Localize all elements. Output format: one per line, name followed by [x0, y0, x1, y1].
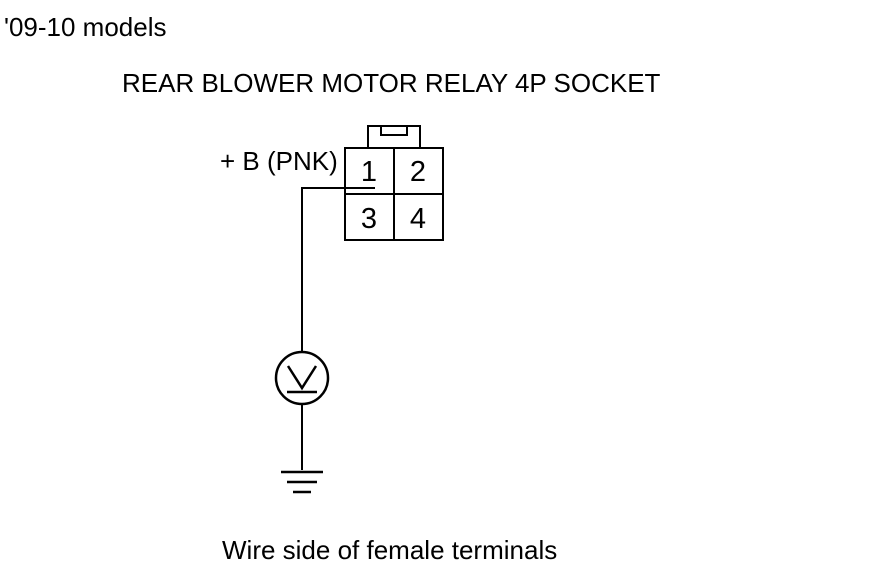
models-label: '09-10 models [4, 12, 167, 42]
pin-4: 4 [410, 203, 426, 235]
pin-3: 3 [361, 203, 377, 235]
ground-icon [281, 470, 323, 494]
connector-title: REAR BLOWER MOTOR RELAY 4P SOCKET [122, 68, 661, 98]
connector-lock-tab [367, 125, 421, 148]
connector-4p [344, 125, 444, 241]
footer-caption: Wire side of female terminals [222, 535, 558, 565]
connector-pins: 1 2 3 4 [361, 156, 426, 235]
connector-lock-slot [380, 125, 408, 136]
voltmeter-icon [274, 350, 330, 406]
pin-2: 2 [410, 156, 426, 188]
probe-wire [301, 187, 375, 470]
pin-1: 1 [361, 156, 377, 188]
wire-label: + B (PNK) [220, 146, 338, 176]
